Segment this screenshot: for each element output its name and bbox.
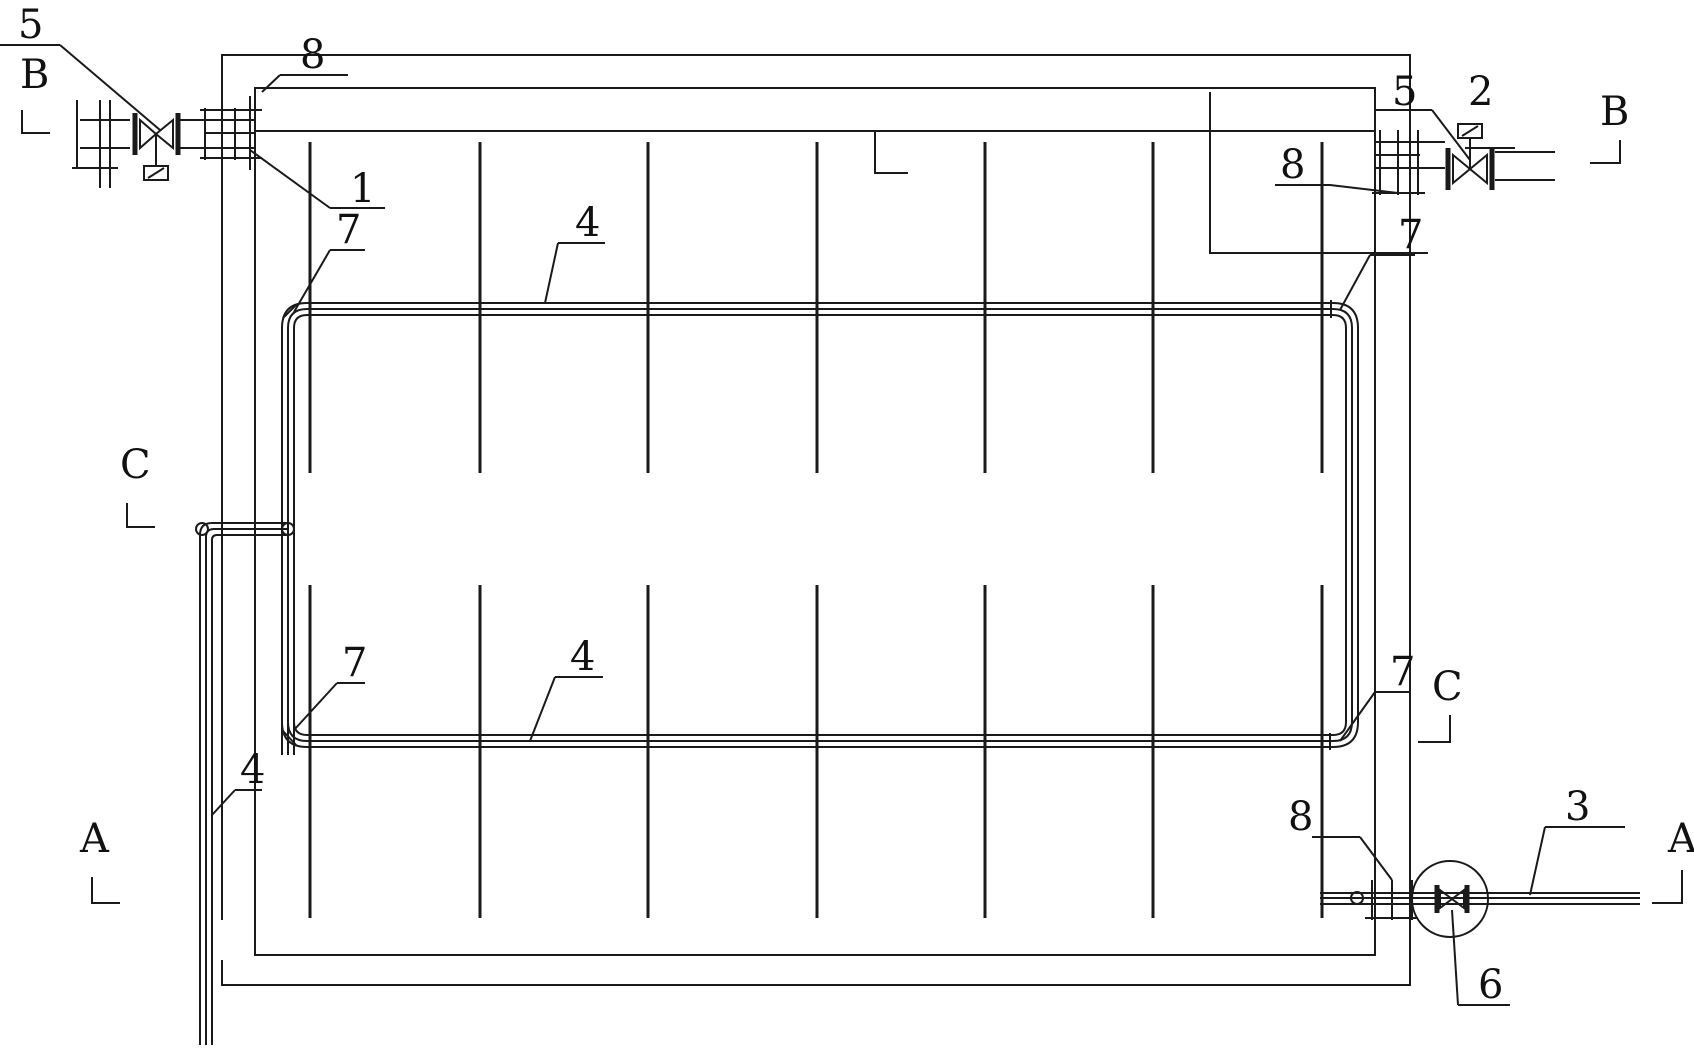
callout-drain-pipe: 3 [1565,784,1590,830]
baffle-plates-upper [308,142,1324,473]
callout-flange-bottom-right: 8 [1288,794,1313,840]
flange-top-left [72,96,262,188]
callout-drain-valve: 6 [1478,962,1503,1008]
section-mark-c-left: C [120,442,151,488]
callout-heat-pipe-riser: 4 [240,747,265,793]
valve-top-left [132,113,181,181]
tank-outer-wall [221,54,1411,986]
callout-elbow-upper-right: 7 [1398,212,1423,258]
section-mark-a-right: A [1667,816,1694,862]
callout-elbow-lower-left: 7 [342,640,367,686]
section-mark-a-left: A [79,816,110,862]
leader-lines [0,44,1625,1006]
callout-heat-pipe-upper: 4 [575,200,600,246]
callout-flange-top-left: 8 [300,32,325,78]
callout-inlet-pipe: 1 [350,166,375,212]
section-mark-b-left: B [20,52,49,98]
callout-heat-pipe-lower: 4 [570,634,595,680]
section-mark-b-right: B [1600,89,1629,135]
elbow-joints [282,300,1332,750]
drain-pipe [1320,891,1640,905]
tank-inner-wall [254,87,1376,956]
section-mark-brackets [21,110,1683,904]
callout-elbow-lower-right: 7 [1390,649,1415,695]
callout-flange-top-right: 8 [1280,142,1305,188]
top-outlet-box [1209,92,1428,254]
callout-outlet-pipe: 2 [1468,69,1493,115]
top-internal-pipe [255,130,1375,174]
flange-top-right [1372,130,1425,195]
baffle-plates-lower [308,585,1324,918]
section-mark-c-right: C [1432,664,1463,710]
callout-elbow-upper-left: 7 [336,207,361,253]
drain-valve [1411,860,1489,938]
inlet-pipe-top-left [80,119,255,149]
callout-valve-top-left: 5 [18,2,43,48]
valve-top-right [1445,123,1495,190]
callout-valve-top-right: 5 [1392,69,1417,115]
heating-pipe-loop [281,302,1359,755]
heating-pipe-riser [195,522,295,1045]
